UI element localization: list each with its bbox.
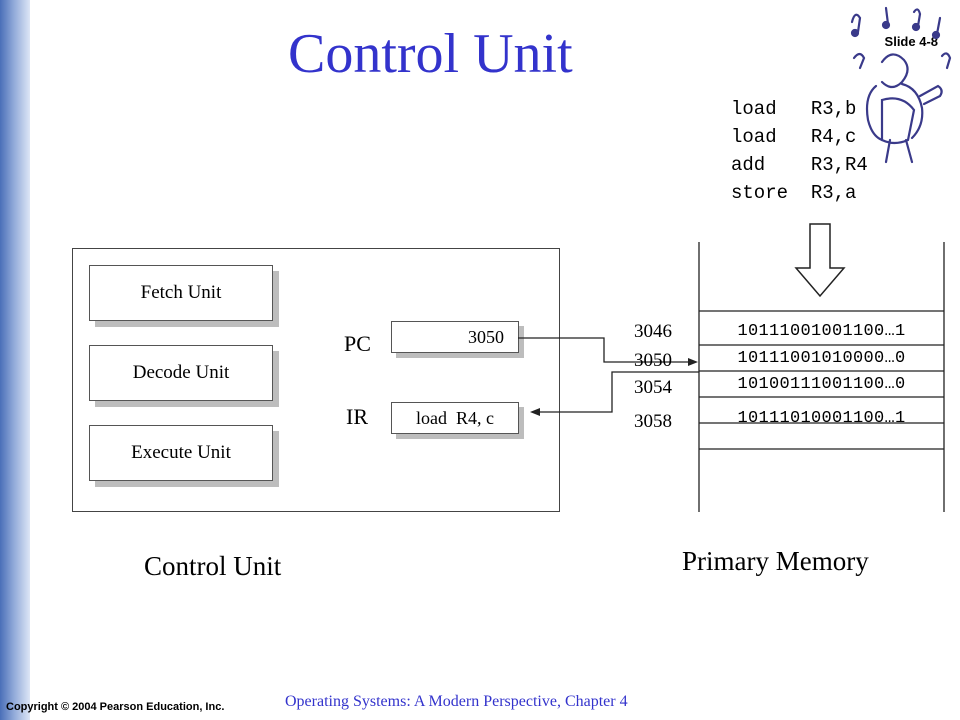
book-footer: Operating Systems: A Modern Perspective,… xyxy=(285,693,628,710)
pc-register: 3050 xyxy=(391,321,519,353)
program-line-2: load R4,c xyxy=(731,126,857,148)
side-gradient-bar xyxy=(0,0,30,720)
pc-value: 3050 xyxy=(468,326,504,347)
execute-unit-box: Execute Unit xyxy=(89,425,273,481)
musician-clipart-icon xyxy=(850,6,952,164)
execute-unit-label: Execute Unit xyxy=(131,442,231,463)
ir-value: load R4, c xyxy=(416,407,494,428)
ir-arrowhead-icon xyxy=(530,408,540,416)
address-3050: 3050 xyxy=(634,350,672,371)
ir-register: load R4, c xyxy=(391,402,519,434)
slide-number: Slide 4-8 xyxy=(884,34,938,49)
address-3058: 3058 xyxy=(634,411,672,432)
control-unit-caption: Control Unit xyxy=(144,551,282,581)
program-line-1: load R3,b xyxy=(731,98,857,120)
memory-word-3: 10100111001100…0 xyxy=(737,374,906,394)
address-3046: 3046 xyxy=(634,321,672,342)
memory-word-1: 10111001001100…1 xyxy=(737,321,906,341)
fetch-unit-box: Fetch Unit xyxy=(89,265,273,321)
down-arrow-icon xyxy=(794,223,846,298)
fetch-unit-label: Fetch Unit xyxy=(140,282,222,303)
memory-word-4: 10111010001100…1 xyxy=(737,408,906,428)
copyright-footer: Copyright © 2004 Pearson Education, Inc. xyxy=(6,701,225,713)
control-unit-box: Fetch Unit Decode Unit Execute Unit PC 3… xyxy=(72,248,560,512)
ir-label: IR xyxy=(346,404,368,429)
program-line-4: store R3,a xyxy=(731,182,857,204)
memory-word-2: 10111001010000…0 xyxy=(737,348,906,368)
primary-memory-caption: Primary Memory xyxy=(682,546,869,576)
address-3054: 3054 xyxy=(634,377,672,398)
pc-to-memory-line xyxy=(518,337,692,363)
program-line-3: add R3,R4 xyxy=(731,154,868,176)
slide-title: Control Unit xyxy=(288,23,573,85)
memory-to-ir-line xyxy=(538,371,699,413)
pc-arrowhead-icon xyxy=(688,358,698,366)
decode-unit-label: Decode Unit xyxy=(132,362,230,383)
decode-unit-box: Decode Unit xyxy=(89,345,273,401)
pc-label: PC xyxy=(344,331,371,356)
